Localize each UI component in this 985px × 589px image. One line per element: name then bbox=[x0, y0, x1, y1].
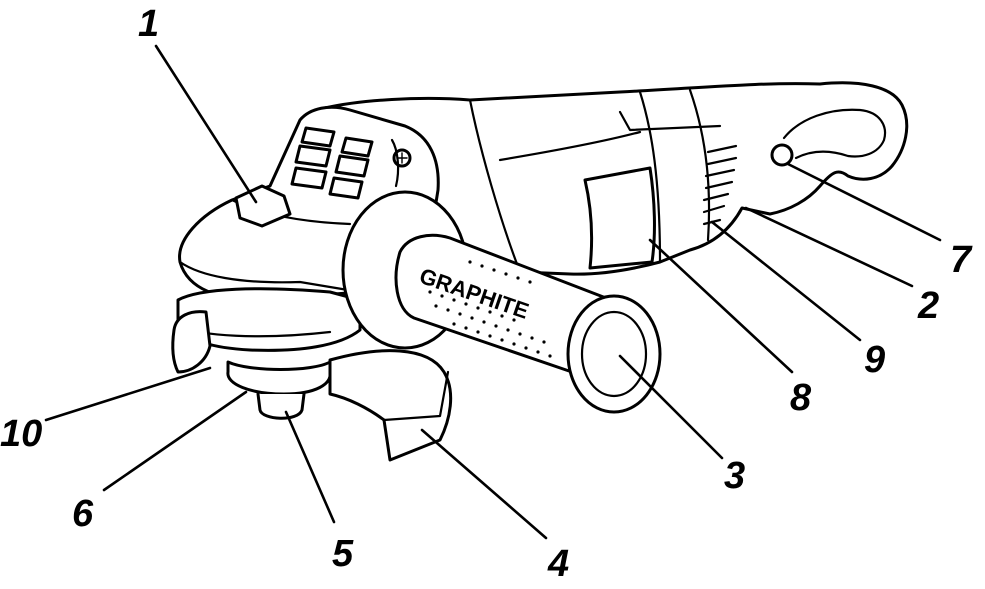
rating-plate bbox=[583, 166, 656, 270]
callout-2: 2 bbox=[917, 285, 939, 327]
lock-button bbox=[770, 143, 794, 167]
ventilation-slots bbox=[702, 144, 738, 226]
callout-10: 10 bbox=[0, 413, 42, 455]
leader-lines bbox=[44, 44, 942, 540]
callout-1: 1 bbox=[138, 3, 159, 45]
callout-5: 5 bbox=[332, 533, 354, 575]
guard-clamp-lever bbox=[171, 310, 212, 374]
spindle-nut bbox=[226, 360, 332, 396]
switch-button bbox=[234, 184, 292, 228]
motor-housing bbox=[323, 81, 909, 276]
callout-labels: 1 2 3 4 5 6 7 8 9 10 bbox=[0, 3, 973, 585]
callout-8: 8 bbox=[790, 377, 812, 419]
gear-head bbox=[171, 105, 440, 420]
callout-6: 6 bbox=[72, 493, 94, 535]
grip-texture bbox=[428, 260, 552, 358]
callout-7: 7 bbox=[950, 239, 973, 281]
callout-4: 4 bbox=[547, 543, 569, 584]
callout-9: 9 bbox=[864, 339, 885, 381]
side-handle: GRAPHITE bbox=[341, 190, 662, 414]
flange-nut bbox=[256, 392, 306, 420]
callout-3: 3 bbox=[724, 455, 745, 497]
disc-guard bbox=[328, 349, 453, 462]
